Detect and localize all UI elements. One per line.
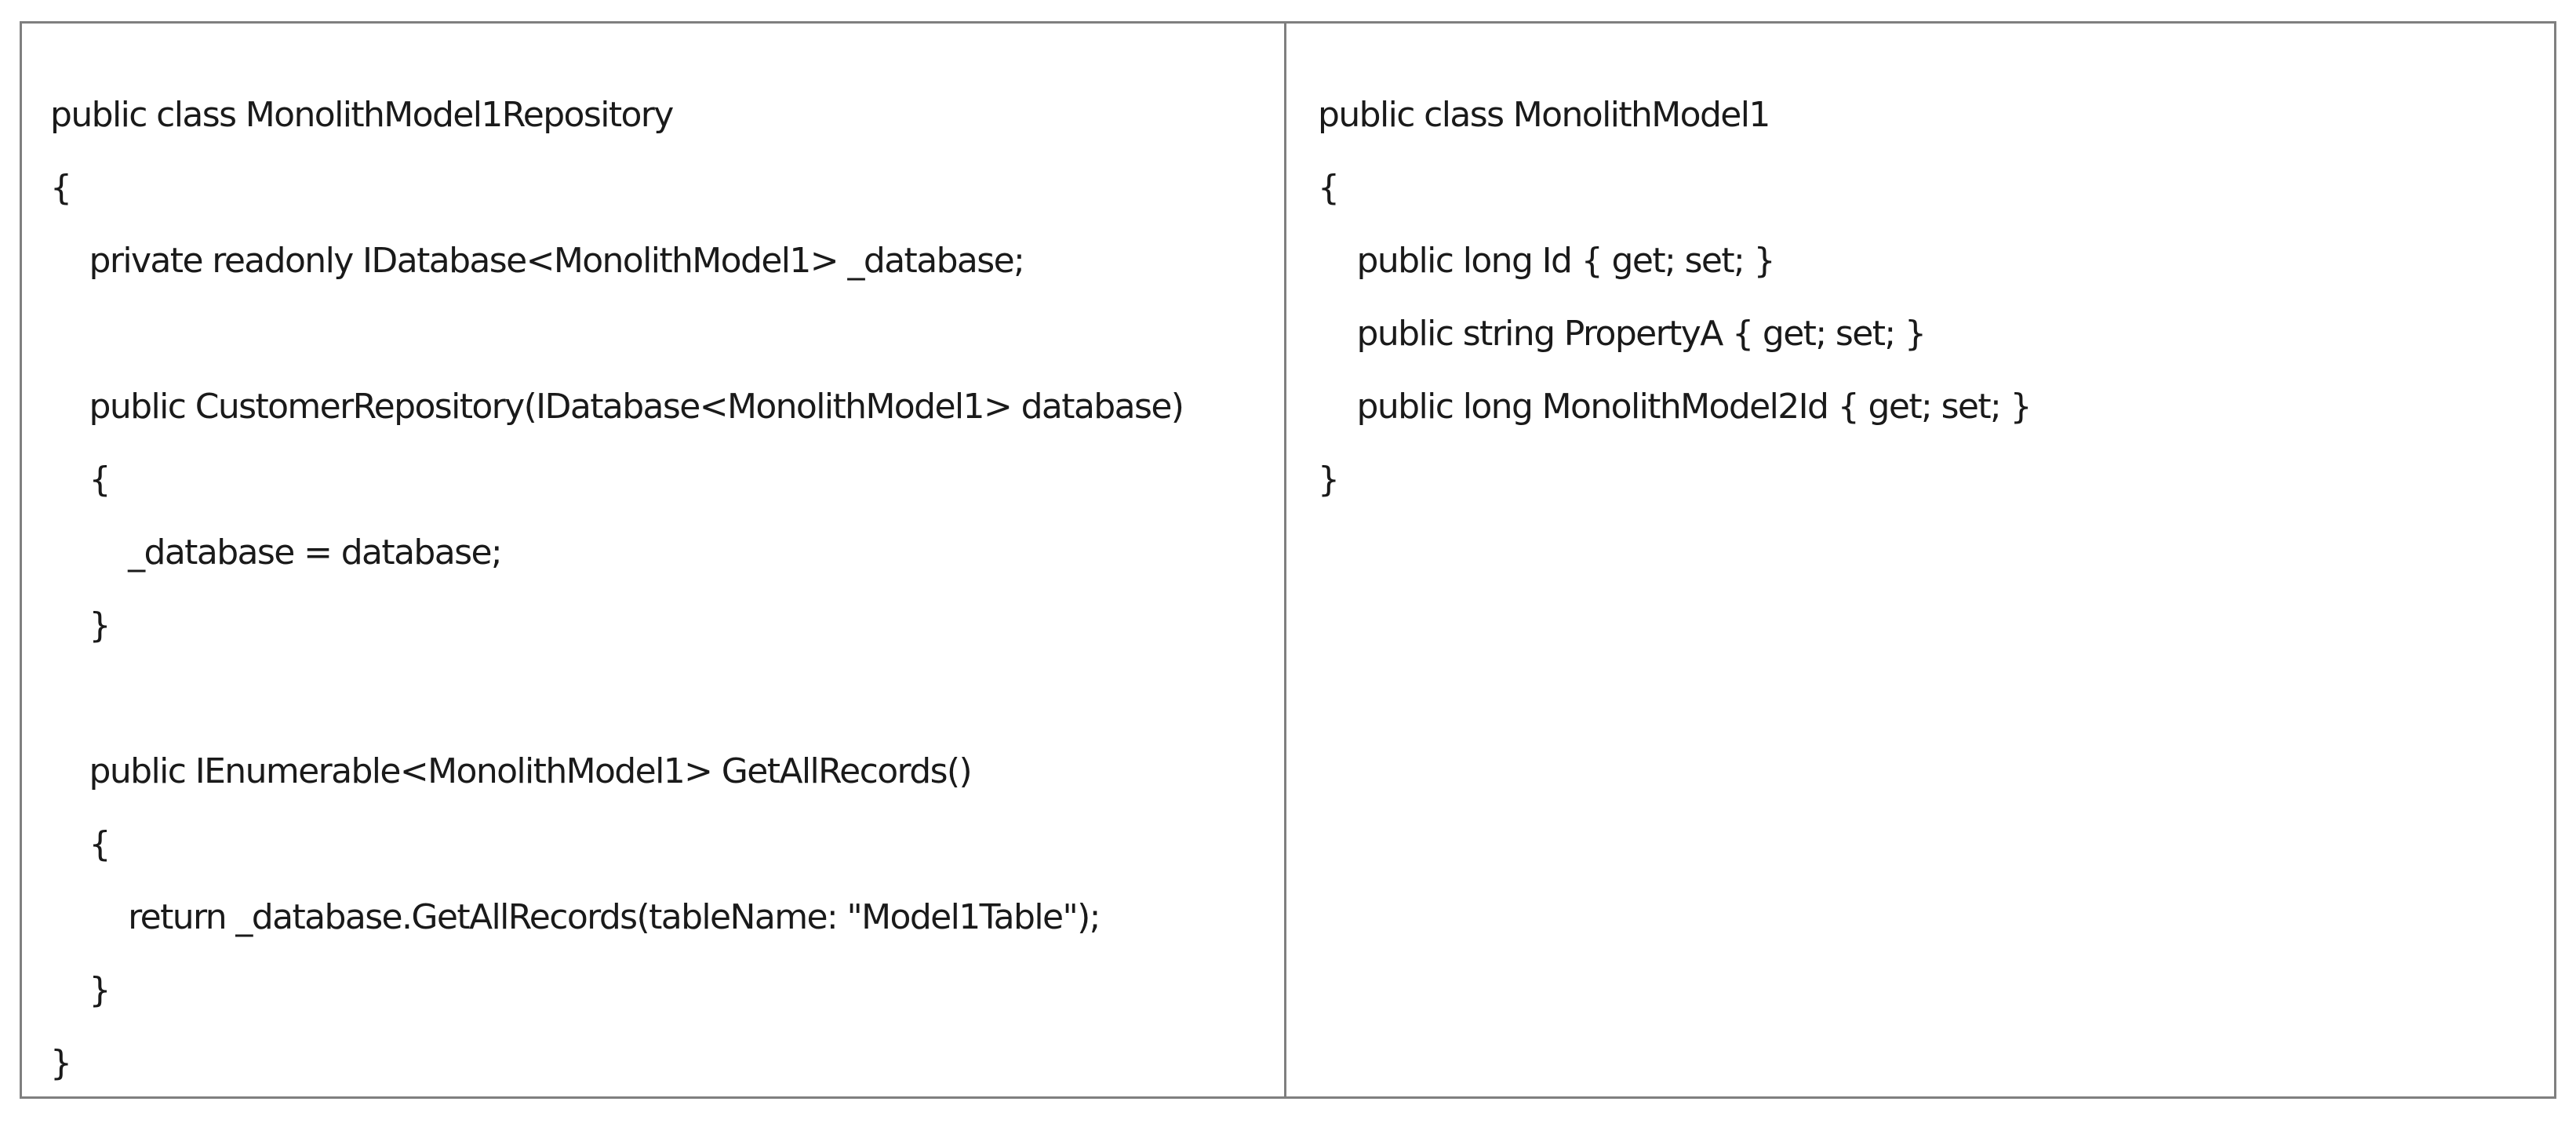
code-line: public long MonolithModel2Id { get; set;…	[1318, 387, 2032, 427]
code-comparison-table: public class MonolithModel1Repository { …	[20, 21, 2556, 1099]
repository-code-block: public class MonolithModel1Repository { …	[50, 78, 1184, 1100]
code-line: _database = database;	[50, 533, 503, 573]
code-line: private readonly IDatabase<MonolithModel…	[50, 241, 1025, 281]
repository-code-panel: public class MonolithModel1Repository { …	[22, 24, 1286, 1096]
model-code-block: public class MonolithModel1 { public lon…	[1318, 78, 2032, 516]
code-line: public CustomerRepository(IDatabase<Mono…	[50, 387, 1184, 427]
code-line: public class MonolithModel1	[1318, 95, 1770, 135]
model-code-panel: public class MonolithModel1 { public lon…	[1286, 24, 2554, 1096]
code-line: {	[50, 168, 72, 208]
code-line: {	[1318, 168, 1340, 208]
code-line: }	[50, 970, 111, 1010]
code-line: public class MonolithModel1Repository	[50, 95, 674, 135]
code-line: }	[50, 605, 111, 645]
code-line: public IEnumerable<MonolithModel1> GetAl…	[50, 751, 973, 791]
code-line: }	[50, 1043, 72, 1083]
code-line: {	[50, 824, 111, 864]
code-line: public long Id { get; set; }	[1318, 241, 1776, 281]
code-line: }	[1318, 460, 1340, 500]
code-line: {	[50, 460, 111, 500]
code-line: return _database.GetAllRecords(tableName…	[50, 897, 1101, 937]
code-line: public string PropertyA { get; set; }	[1318, 314, 1927, 354]
code-line	[50, 662, 1183, 735]
code-line	[50, 297, 1183, 370]
